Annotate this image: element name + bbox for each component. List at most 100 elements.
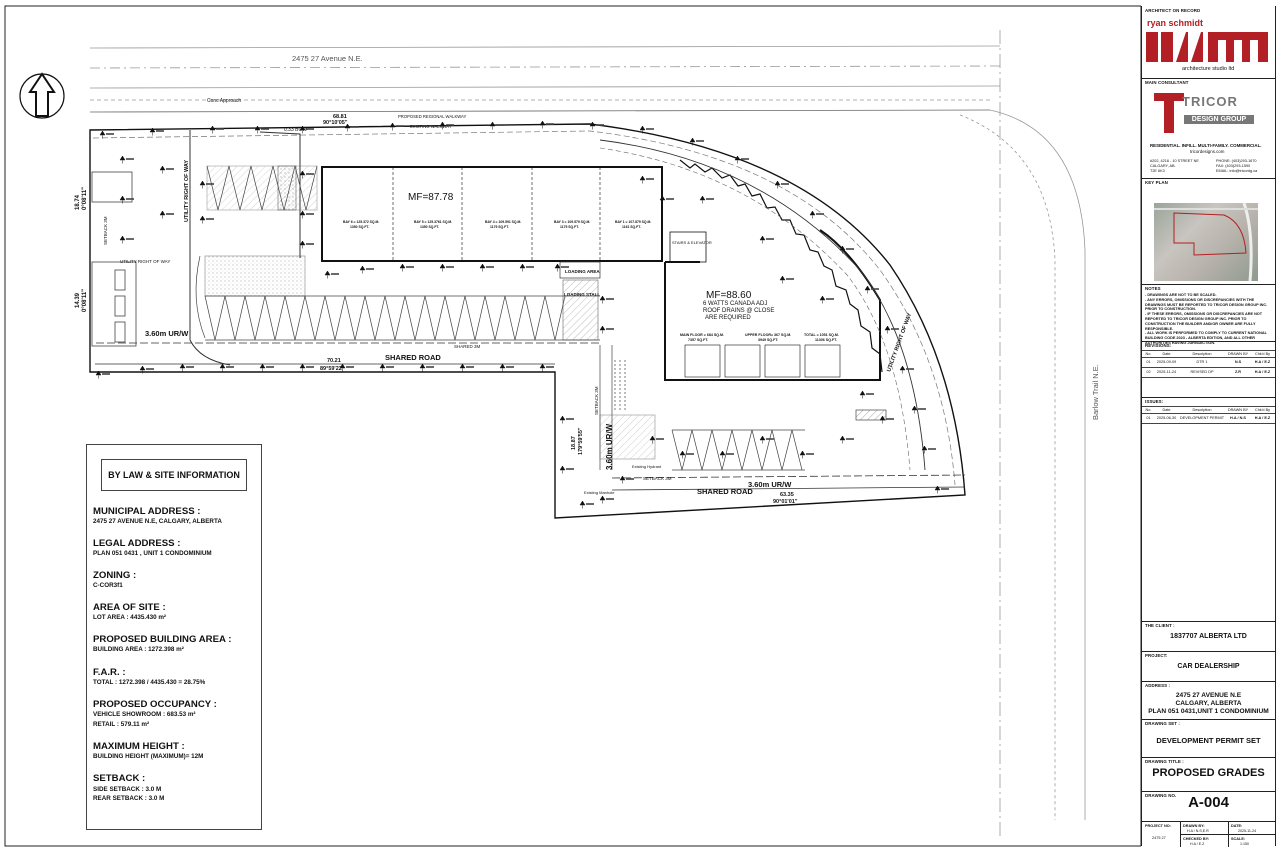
bay-sub: 1179 SQ.FT. [560, 225, 579, 229]
grade-arrow-icon [499, 363, 506, 372]
info-line: RETAIL : 579.11 m² [93, 721, 150, 728]
grade-arrow-icon [779, 275, 786, 284]
building-bays [321, 166, 663, 262]
grade-arrow-icon [299, 125, 306, 134]
grade-arrow-icon [839, 435, 846, 444]
grade-arrow-icon [389, 122, 396, 131]
consultant-web: tricordesigns.com [1190, 149, 1225, 154]
grade-arrow-icon [554, 263, 561, 272]
grade-arrow-icon [459, 363, 466, 372]
grade-arrow-icon [299, 240, 306, 249]
stepped-edge [679, 159, 883, 373]
info-line: REAR SETBACK : 3.0 M [93, 795, 165, 802]
grade-arrow-icon [911, 405, 918, 414]
grade-arrow-icon [99, 130, 106, 139]
architect-caption: ARCHITECT ON RECORD [1145, 8, 1201, 13]
grade-arrow-icon [679, 450, 686, 459]
grade-markers [95, 120, 949, 509]
site-plan: 2475 27 Avenue N.E. Barlow Trail N.E. Co… [4, 5, 1141, 847]
grade-arrow-icon [839, 245, 846, 254]
consultant-logo-1: TRICOR [1182, 94, 1238, 109]
consultant-address: #202, 4216 - 10 STREET NE CALGARY, AB. T… [1150, 159, 1199, 173]
grade-arrow-icon [379, 363, 386, 372]
bay-sub: 1350 SQ.FT. [350, 225, 369, 229]
info-heading: MAXIMUM HEIGHT : [93, 741, 185, 752]
grade-arrow-icon [619, 475, 626, 484]
project-section: PROJECT: CAR DEALERSHIP [1142, 651, 1275, 682]
client-caption: THE CLIENT : [1145, 623, 1175, 628]
grade-arrow-icon [324, 270, 331, 279]
existing-walkway-label: EXISTING WALKWAY [410, 124, 452, 129]
mf1-label: MF=87.78 [408, 192, 454, 203]
drawing-title-section: DRAWING TITLE : PROPOSED GRADES [1142, 757, 1275, 792]
client-section: THE CLIENT : 1837707 ALBERTA LTD [1142, 621, 1275, 652]
consultant-section: MAIN CONSULTANT TRICOR DESIGN GROUP RESI… [1142, 78, 1275, 179]
address-section: ADDRESS : 2475 27 AVENUE N.E CALGARY, AL… [1142, 681, 1275, 720]
grade-arrow-icon [179, 363, 186, 372]
consultant-logo-2: DESIGN GROUP [1184, 115, 1254, 124]
grade-arrow-icon [259, 363, 266, 372]
table-row: 02 2025-11-24 REVISED DP Z.R H.A / E.Z [1142, 368, 1275, 378]
urw-vertical: 3.60m UR/W [605, 423, 614, 470]
info-heading: AREA OF SITE : [93, 602, 166, 613]
grade-arrow-icon [719, 450, 726, 459]
grade-arrow-icon [119, 155, 126, 164]
shared-road-label: SHARED ROAD [385, 353, 441, 362]
notes-caption: NOTES [1145, 286, 1161, 291]
info-line: BUILDING AREA : 1272.398 m² [93, 646, 184, 653]
bay-sub: 1350 SQ.FT. [420, 225, 439, 229]
property-line [89, 123, 966, 519]
grade-arrow-icon [864, 285, 871, 294]
grade-arrow-icon [399, 263, 406, 272]
drawing-title-caption: DRAWING TITLE : [1145, 759, 1184, 764]
bay-label: BAY 4 = 109.591 SQ.M. [485, 220, 521, 224]
bay-label: BAY 1 = 107.879 SQ.M. [615, 220, 651, 224]
loading-area-label: LOADING AREA [565, 269, 600, 274]
bay-label: BAY 5 = 125.3761 SQ.M. [414, 220, 452, 224]
revisions-header: No. Date Description DRAWN BY Chk'd By [1142, 350, 1275, 358]
grade-arrow-icon [899, 365, 906, 374]
grade-arrow-icon [639, 125, 646, 134]
info-line: LOT AREA : 4435.430 m² [93, 614, 167, 621]
drawing-set-section: DRAWING SET : DEVELOPMENT PERMIT SET [1142, 719, 1275, 758]
grade-arrow-icon [199, 180, 206, 189]
grade-arrow-icon [344, 123, 351, 132]
grade-arrow-icon [599, 495, 606, 504]
address-caption: ADDRESS : [1145, 683, 1171, 688]
client-name: 1837707 ALBERTA LTD [1170, 633, 1247, 640]
bay-sub: 1161 SQ.FT. [622, 225, 641, 229]
dim-top-1: 68.81 [333, 114, 347, 120]
drawn-by: H.A / N.S,E.R [1187, 829, 1209, 833]
project-no-caption: PROJECT NO: [1145, 824, 1171, 828]
grade-arrow-icon [149, 127, 156, 136]
bay-label: BAY 6 = 125.372 SQ.M. [343, 220, 379, 224]
shared-3m: SHARED 3M [454, 344, 481, 349]
utility-row-vertical: UTILITY RIGHT OF WAY [184, 160, 190, 222]
floor-label: UPPER FLOOR= 367 SQ.M. [745, 333, 791, 337]
issues-caption: ISSUES: [1145, 399, 1164, 404]
date-value: 2025-11-24 [1238, 829, 1257, 833]
notes-list: - DRAWINGS ARE NOT TO BE SCALED. - ANY E… [1145, 293, 1272, 346]
grade-arrow-icon [479, 263, 486, 272]
grade-arrow-icon [689, 137, 696, 146]
issues-section: ISSUES: No. Date Description DRAWN BY Ch… [1142, 397, 1275, 622]
grade-arrow-icon [734, 155, 741, 164]
info-line: 2475 27 AVENUE N.E, CALGARY, ALBERTA [93, 518, 222, 525]
conc-approach-label: Conc Approach [207, 98, 241, 104]
sheet-border [4, 5, 1141, 847]
address-line: PLAN 051 0431,UNIT 1 CONDOMINIUM [1148, 708, 1269, 715]
street-label-right: Barlow Trail N.E. [1091, 364, 1100, 420]
info-title: BY LAW & SITE INFORMATION [101, 459, 247, 491]
address-block: 2475 27 AVENUE N.E CALGARY, ALBERTA PLAN… [1142, 692, 1275, 716]
loading-stall-label: LOADING STALL [564, 292, 600, 297]
urw-left: 3.60m UR/W [145, 329, 189, 338]
grade-arrow-icon [921, 445, 928, 454]
grade-arrow-icon [539, 363, 546, 372]
tricor-logo-icon [1154, 93, 1184, 133]
dim-left-4: 0°08'11" [82, 289, 88, 312]
info-heading: F.A.R. : [93, 667, 126, 678]
grade-arrow-icon [139, 365, 146, 374]
project-name: CAR DEALERSHIP [1177, 663, 1240, 670]
grade-arrow-icon [439, 121, 446, 130]
grade-arrow-icon [299, 363, 306, 372]
